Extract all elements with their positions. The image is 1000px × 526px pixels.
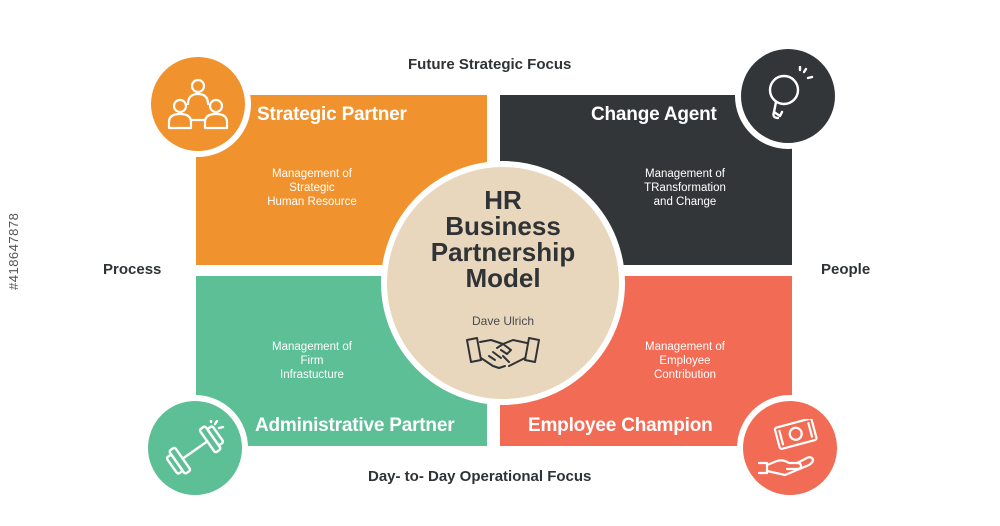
- dumbbell-icon: [165, 420, 225, 475]
- center-title: HR Business Partnership Model: [430, 185, 576, 293]
- lightbulb-icon: [768, 66, 814, 120]
- administrative-partner-icon-badge: [142, 395, 248, 501]
- quadrant-title: Administrative Partner: [255, 415, 455, 436]
- quadrant-description: Management of Strategic Human Resource: [267, 168, 357, 208]
- stock-id-text: #418647878: [6, 212, 21, 290]
- quadrant-description: Management of Employee Contribution: [645, 341, 725, 381]
- change-agent-icon-badge: [735, 43, 841, 149]
- money-hand-icon: [757, 419, 818, 477]
- quadrant-description: Management of Firm Infrastucture: [272, 341, 352, 381]
- axis-label-top: Future Strategic Focus: [408, 56, 572, 73]
- quadrant-title: Strategic Partner: [257, 104, 407, 125]
- center-circle: HR Business Partnership Model Dave Ulric…: [381, 161, 625, 405]
- employee-champion-icon-badge: [737, 395, 843, 501]
- axis-label-left: Process: [103, 261, 162, 278]
- quadrant-title: Change Agent: [591, 104, 717, 125]
- handshake-icon: [466, 337, 540, 369]
- team-icon: [167, 78, 229, 130]
- quadrant-description: Management of TRansformation and Change: [644, 168, 726, 208]
- quadrant-title: Employee Champion: [528, 415, 713, 436]
- strategic-partner-icon-badge: [145, 51, 251, 157]
- axis-label-right: People: [821, 261, 871, 278]
- axis-label-bottom: Day- to- Day Operational Focus: [368, 468, 592, 485]
- center-author: Dave Ulrich: [471, 314, 534, 328]
